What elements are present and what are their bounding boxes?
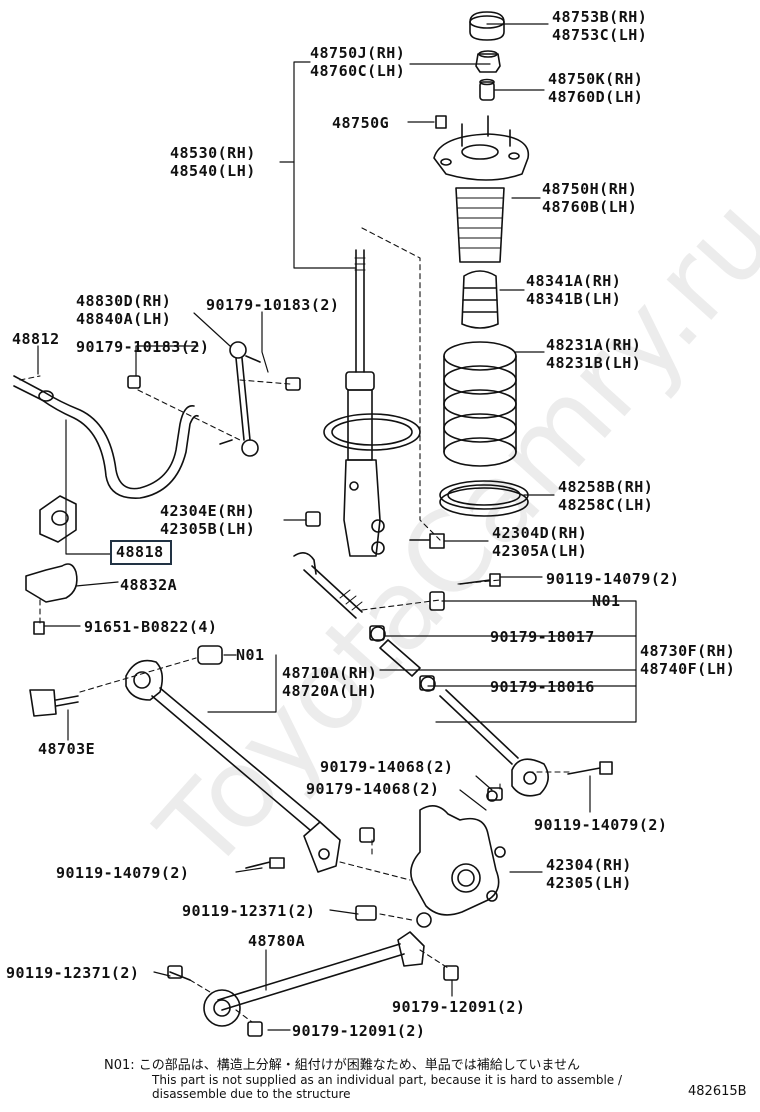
label-48818-highlighted[interactable]: 48818 [110,540,172,565]
label-48780A: 48780A [248,932,306,950]
label-48832A: 48832A [120,576,178,594]
rear-knuckle [410,761,613,928]
label-90179-18017: 90179-18017 [490,628,595,646]
label-48703E: 48703E [38,740,96,758]
small-nuts [369,625,503,801]
stabilizer-bar [13,341,301,635]
note-english-line2: disassemble due to the structure [152,1087,351,1101]
spring-seat [439,480,529,517]
label-48750H: 48750H(RH)48760B(LH) [542,180,638,216]
shock-absorber [305,249,445,557]
note-english-line1: This part is not supplied as an individu… [152,1073,623,1087]
label-48750K: 48750K(RH)48760D(LH) [548,70,644,106]
label-42304E: 42304E(RH)42305B(LH) [160,502,256,538]
label-90119-12371-lower: 90119-12371(2) [6,964,140,982]
label-48830D: 48830D(RH)48840A(LH) [76,292,172,328]
label-90179-14068-b: 90179-14068(2) [306,780,440,798]
label-42304: 42304(RH)42305(LH) [546,856,632,892]
label-90179-10183-upper: 90179-10183(2) [206,296,340,314]
assembly-dashed-lines [19,227,571,1023]
label-42304D: 42304D(RH)42305A(LH) [492,524,588,560]
upper-strut-parts [433,11,530,329]
label-48231: 48231A(RH)48231B(LH) [546,336,642,372]
label-90179-10183-lower: 90179-10183(2) [76,338,210,356]
label-90179-14068-a: 90179-14068(2) [320,758,454,776]
label-48750G: 48750G [332,114,390,132]
lower-link [167,905,459,1037]
label-48341: 48341A(RH)48341B(LH) [526,272,622,308]
label-48710A: 48710A(RH)48720A(LH) [282,664,378,700]
label-48258: 48258B(RH)48258C(LH) [558,478,654,514]
trailing-arm [29,645,375,873]
label-90179-12091-lower: 90179-12091(2) [292,1022,426,1040]
coil-spring [443,341,517,467]
label-48530: 48530(RH)48540(LH) [170,144,256,180]
label-48812: 48812 [12,330,60,348]
note-japanese: N01: この部品は、構造上分解・組付けが困難なため、単品では補給していません [104,1058,580,1073]
label-48750J: 48750J(RH)48760C(LH) [310,44,406,80]
label-48753: 48753B(RH)48753C(LH) [552,8,648,44]
label-90119-14079-left: 90119-14079(2) [56,864,190,882]
label-90119-14079-right: 90119-14079(2) [534,816,668,834]
label-48730F: 48730F(RH)48740F(LH) [640,642,736,678]
label-N01-trailing: N01 [236,646,265,664]
label-91651: 91651-B0822(4) [84,618,218,636]
label-90179-12091-right: 90179-12091(2) [392,998,526,1016]
leader-lines [37,23,637,1031]
figure-id: 482615B [688,1084,747,1099]
label-90119-12371-upper: 90119-12371(2) [182,902,316,920]
label-N01-lateral: N01 [592,592,621,610]
label-90119-14079-upper: 90119-14079(2) [546,570,680,588]
lateral-link [293,552,549,797]
label-90179-18016: 90179-18016 [490,678,595,696]
